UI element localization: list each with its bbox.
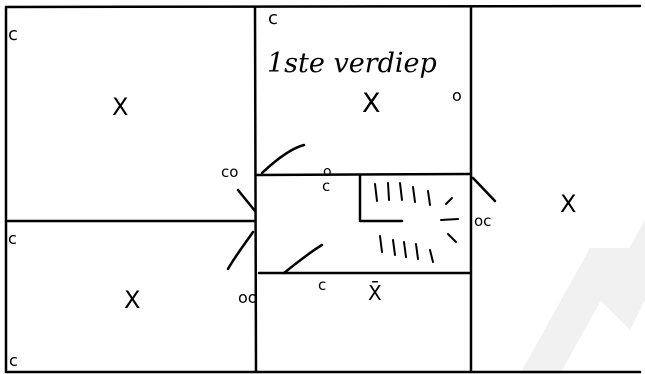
floor-label: 1ste verdiep — [267, 48, 437, 79]
o-mark: o — [452, 86, 462, 105]
cross-mark: X — [362, 88, 381, 119]
co-mark: co — [221, 163, 238, 181]
c-mark: c — [9, 351, 18, 370]
cross-mark: X — [560, 190, 576, 218]
c-mark: c — [268, 8, 278, 29]
staircase — [358, 173, 459, 263]
c-mark: c — [322, 177, 330, 195]
watermark — [520, 220, 645, 374]
c-mark: c — [8, 24, 18, 45]
door-swings — [226, 143, 497, 275]
cross-mark: X — [124, 286, 140, 314]
oc-mark: oc — [474, 212, 491, 230]
cross-overlined-mark: X̄ — [368, 280, 382, 305]
c-mark: c — [8, 229, 17, 248]
c-mark: c — [318, 276, 326, 294]
plan-walls — [4, 4, 642, 374]
cross-mark: X — [112, 93, 128, 121]
o-mark: o — [323, 164, 332, 180]
oo-mark: oo — [238, 288, 258, 307]
